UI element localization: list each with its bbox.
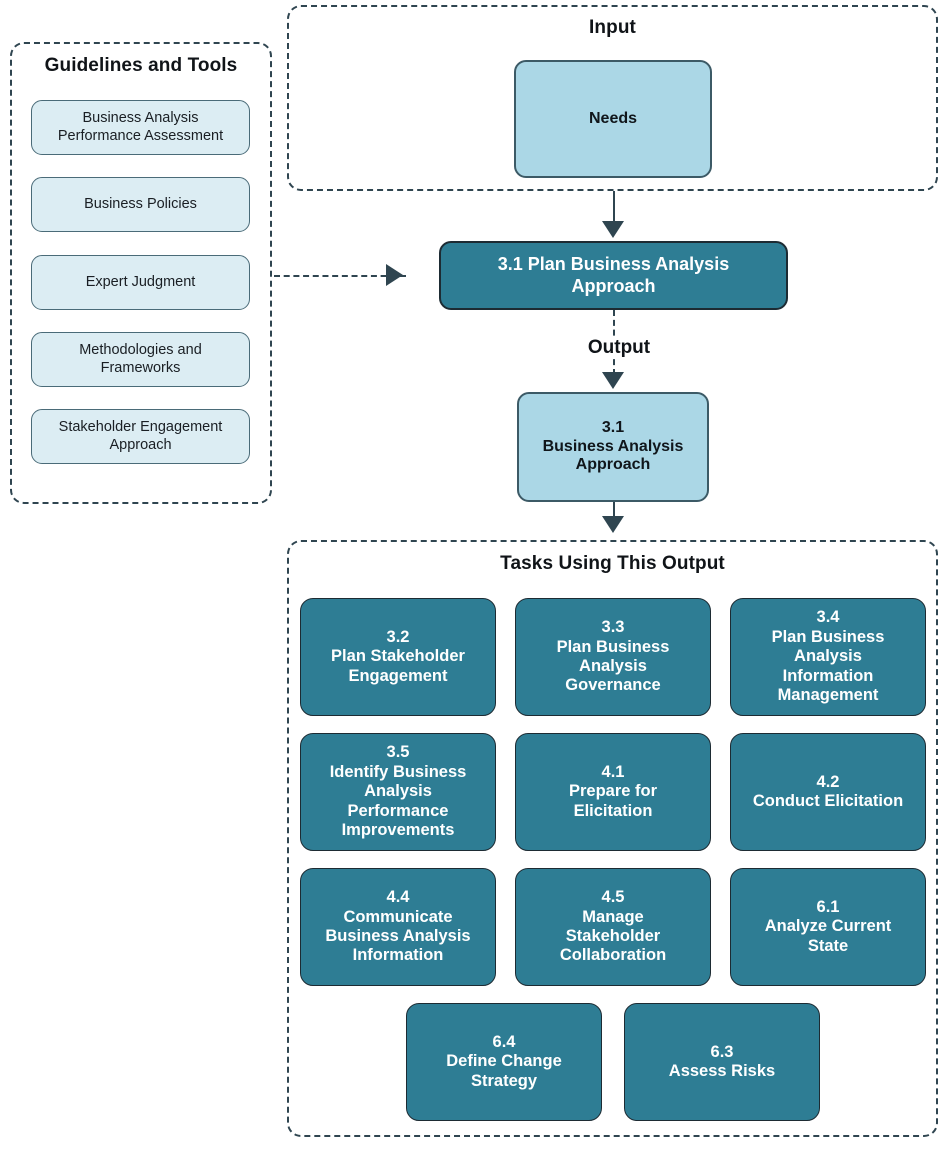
task-3-5-identify-business-analysis-performance-improvements[interactable]: 3.5 Identify Business Analysis Performan… <box>300 733 496 851</box>
task-number: 6.4 <box>492 1032 516 1051</box>
task-label: Identify Business Analysis Performance I… <box>329 762 467 840</box>
task-number: 3.4 <box>816 608 840 627</box>
task-6-1-analyze-current-state[interactable]: 6.1 Analyze Current State <box>730 868 926 986</box>
tool-expert-judgment[interactable]: Expert Judgment <box>31 255 250 310</box>
output-edge-label: Output <box>545 337 693 359</box>
connector-tasks-arrowhead <box>602 516 624 533</box>
task-4-1-prepare-for-elicitation[interactable]: 4.1 Prepare for Elicitation <box>515 733 711 851</box>
task-number: 6.1 <box>816 897 840 916</box>
connector-guidelines-to-process <box>274 275 406 277</box>
tool-business-analysis-performance-assessment[interactable]: Business Analysis Performance Assessment <box>31 100 250 155</box>
task-number: 4.5 <box>601 888 625 907</box>
tool-stakeholder-engagement-approach[interactable]: Stakeholder Engagement Approach <box>31 409 250 464</box>
task-4-5-manage-stakeholder-collaboration[interactable]: 4.5 Manage Stakeholder Collaboration <box>515 868 711 986</box>
process-plan-business-analysis-approach[interactable]: 3.1 Plan Business Analysis Approach <box>439 241 788 310</box>
output-business-analysis-approach[interactable]: 3.1 Business Analysis Approach <box>517 392 709 502</box>
tool-methodologies-and-frameworks[interactable]: Methodologies and Frameworks <box>31 332 250 387</box>
input-panel-title: Input <box>589 17 636 38</box>
task-3-4-plan-business-analysis-information-management[interactable]: 3.4 Plan Business Analysis Information M… <box>730 598 926 716</box>
task-label: Assess Risks <box>668 1062 776 1080</box>
task-number: 4.1 <box>601 762 625 781</box>
tasks-using-this-output-panel <box>287 540 938 1137</box>
input-needs[interactable]: Needs <box>514 60 712 178</box>
task-number: 3.5 <box>386 743 410 762</box>
task-label: Define Change Strategy <box>446 1052 562 1090</box>
task-label: Analyze Current State <box>764 917 892 955</box>
task-number: 4.4 <box>386 888 410 907</box>
task-label: Prepare for Elicitation <box>568 782 658 820</box>
task-number: 6.3 <box>710 1042 734 1061</box>
task-number: 3.2 <box>386 627 410 646</box>
task-number: 3.3 <box>601 618 625 637</box>
task-3-3-plan-business-analysis-governance[interactable]: 3.3 Plan Business Analysis Governance <box>515 598 711 716</box>
tasks-panel-title: Tasks Using This Output <box>500 553 725 574</box>
connector-output-arrowhead <box>602 372 624 389</box>
task-label: Plan Business Analysis Governance <box>556 637 670 695</box>
connector-guidelines-arrowhead <box>386 264 403 286</box>
task-4-4-communicate-business-analysis-information[interactable]: 4.4 Communicate Business Analysis Inform… <box>300 868 496 986</box>
tool-business-policies[interactable]: Business Policies <box>31 177 250 232</box>
task-6-3-assess-risks[interactable]: 6.3 Assess Risks <box>624 1003 820 1121</box>
task-number: 4.2 <box>816 772 840 791</box>
task-label: Plan Business Analysis Information Manag… <box>771 627 885 705</box>
input-panel <box>287 5 938 191</box>
task-4-2-conduct-elicitation[interactable]: 4.2 Conduct Elicitation <box>730 733 926 851</box>
connector-input-arrowhead <box>602 221 624 238</box>
connector-output-to-tasks-line <box>613 502 615 520</box>
task-label: Manage Stakeholder Collaboration <box>559 907 667 965</box>
task-label: Plan Stakeholder Engagement <box>331 647 465 685</box>
task-3-2-plan-stakeholder-engagement[interactable]: 3.2 Plan Stakeholder Engagement <box>300 598 496 716</box>
task-label: Conduct Elicitation <box>752 792 904 810</box>
connector-input-to-process-line <box>613 191 615 223</box>
guidelines-and-tools-panel <box>10 42 272 504</box>
task-label: Communicate Business Analysis Informatio… <box>325 907 471 965</box>
task-6-4-define-change-strategy[interactable]: 6.4 Define Change Strategy <box>406 1003 602 1121</box>
guidelines-panel-title: Guidelines and Tools <box>44 55 238 76</box>
